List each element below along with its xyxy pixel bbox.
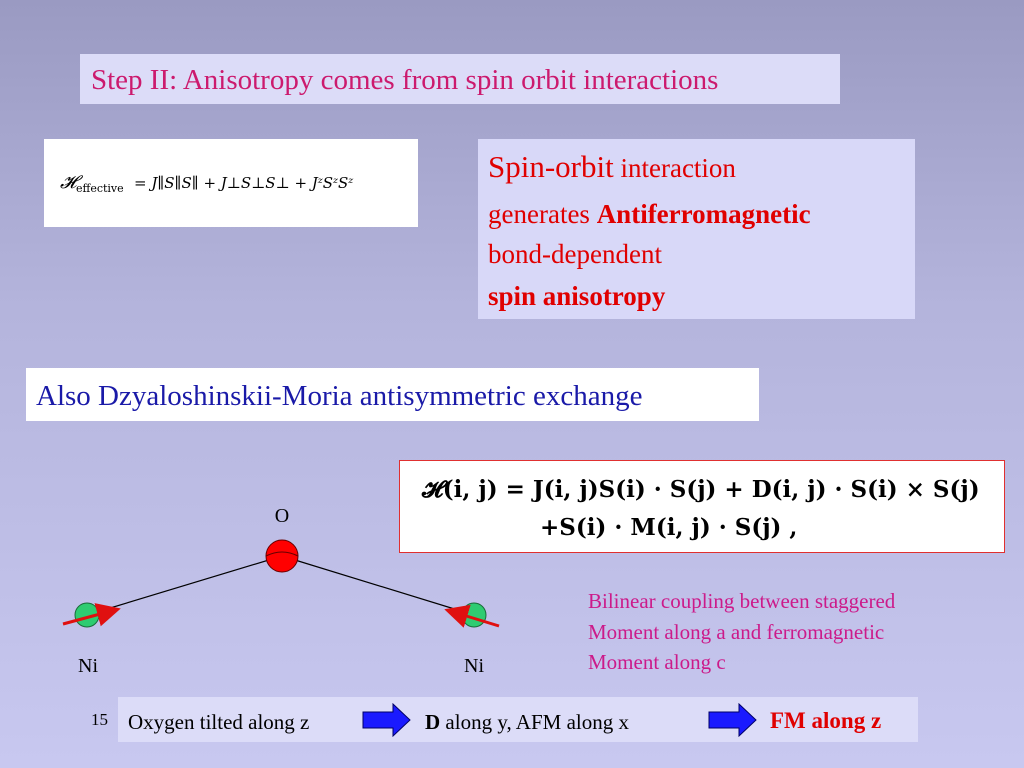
dm-equation: 𝓗(i, j) = J(i, j)S(i) · S(j) + D(i, j) ·… — [421, 476, 980, 541]
antiferromagnetic-word: Antiferromagnetic — [596, 199, 811, 229]
right-arrow-icon — [362, 703, 411, 737]
page-number: 15 — [91, 710, 108, 729]
effective-hamiltonian-equation: 𝓗 effective = J∥S∥S∥ + J⊥S⊥S⊥ + JᶻSᶻSᶻ — [60, 172, 354, 195]
ni-o-ni-diagram: O Ni Ni — [62, 505, 500, 677]
spin-arrow-right — [444, 604, 500, 628]
nickel-label-right: Ni — [464, 655, 484, 677]
oxygen-label: O — [275, 505, 289, 527]
bottom-summary-box: Oxygen tilted along z D along y, AFM alo… — [118, 697, 918, 742]
d-along-y-rest: along y, AFM along x — [440, 710, 629, 734]
slide-title: Step II: Anisotropy comes from spin orbi… — [91, 64, 719, 96]
spin-orbit-box: Spin-orbit interaction generates Antifer… — [478, 139, 915, 319]
right-arrow-icon — [708, 703, 757, 737]
bond-right — [281, 555, 475, 616]
spin-orbit-line-1: Spin-orbit interaction — [488, 149, 736, 185]
interaction-word: interaction — [613, 153, 736, 183]
d-symbol: D — [425, 710, 441, 734]
bilinear-text: Bilinear coupling between staggered Mome… — [588, 586, 895, 678]
fm-along-z-text: FM along z — [770, 708, 882, 733]
dm-heading: Also Dzyaloshinskii-Moria antisymmetric … — [36, 380, 643, 412]
dm-equation-line-2: +S(i) · M(i, j) · S(j) , — [540, 514, 797, 541]
bond-left — [86, 555, 283, 616]
spin-orbit-line-2: generates Antiferromagnetic — [488, 199, 811, 230]
d-along-y-text: D along y, AFM along x — [425, 710, 629, 735]
dm-heading-box: Also Dzyaloshinskii-Moria antisymmetric … — [26, 368, 759, 421]
hamiltonian-subscript: effective — [76, 182, 124, 195]
spin-orbit-line-4: spin anisotropy — [488, 281, 666, 311]
effective-hamiltonian-box: 𝓗 effective = J∥S∥S∥ + J⊥S⊥S⊥ + JᶻSᶻSᶻ — [44, 139, 418, 227]
generates-word: generates — [488, 199, 597, 229]
nickel-label-left: Ni — [78, 655, 98, 677]
bilinear-line-3: Moment along c — [588, 650, 726, 674]
bilinear-line-1: Bilinear coupling between staggered — [588, 589, 896, 613]
oxygen-tilted-text: Oxygen tilted along z — [128, 710, 310, 734]
oxygen-equator — [265, 551, 299, 557]
spin-arrow-left — [62, 603, 121, 627]
title-box: Step II: Anisotropy comes from spin orbi… — [80, 54, 840, 104]
oxygen-atom — [265, 539, 299, 573]
spin-orbit-word: Spin-orbit — [488, 149, 614, 184]
hamiltonian-rhs: = J∥S∥S∥ + J⊥S⊥S⊥ + JᶻSᶻSᶻ — [134, 174, 354, 192]
dm-equation-box: 𝓗(i, j) = J(i, j)S(i) · S(j) + D(i, j) ·… — [399, 460, 1005, 553]
spin-orbit-line-3: bond-dependent — [488, 239, 662, 269]
bilinear-line-2: Moment along a and ferromagnetic — [588, 619, 885, 644]
dm-equation-line-1: 𝓗(i, j) = J(i, j)S(i) · S(j) + D(i, j) ·… — [421, 476, 980, 503]
